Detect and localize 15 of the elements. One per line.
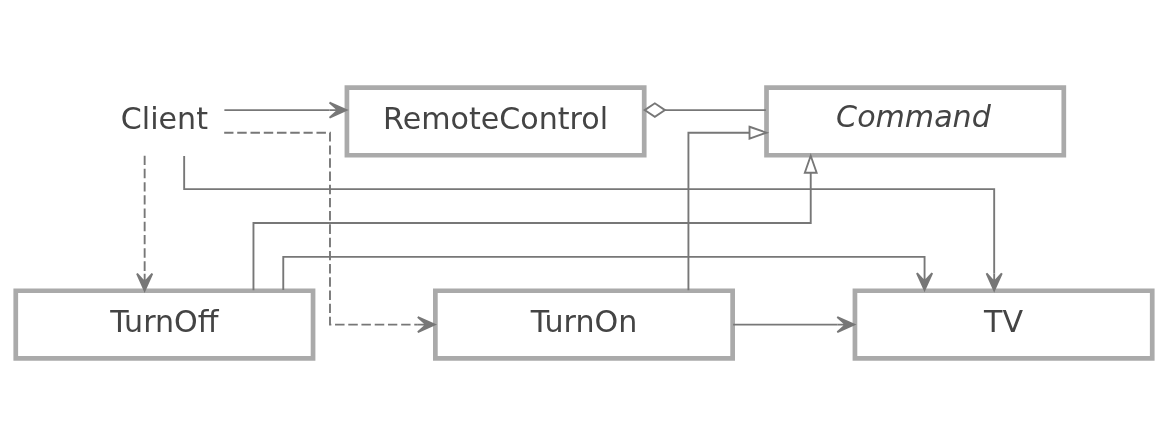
node-text: Client bbox=[120, 100, 208, 136]
arrow bbox=[252, 152, 818, 292]
connector bbox=[643, 102, 767, 118]
arrow bbox=[183, 155, 1003, 292]
arrow bbox=[223, 101, 348, 119]
arrow bbox=[136, 154, 154, 292]
node-box: RemoteControl bbox=[344, 85, 647, 158]
node-box: TurnOn bbox=[433, 288, 735, 361]
arrow bbox=[732, 316, 856, 334]
arrow bbox=[282, 255, 934, 291]
arrow bbox=[687, 125, 770, 292]
node-box: TurnOff bbox=[13, 288, 316, 361]
node-box: TV bbox=[852, 288, 1155, 361]
arrow bbox=[223, 131, 436, 334]
node-box: Command bbox=[764, 85, 1067, 158]
